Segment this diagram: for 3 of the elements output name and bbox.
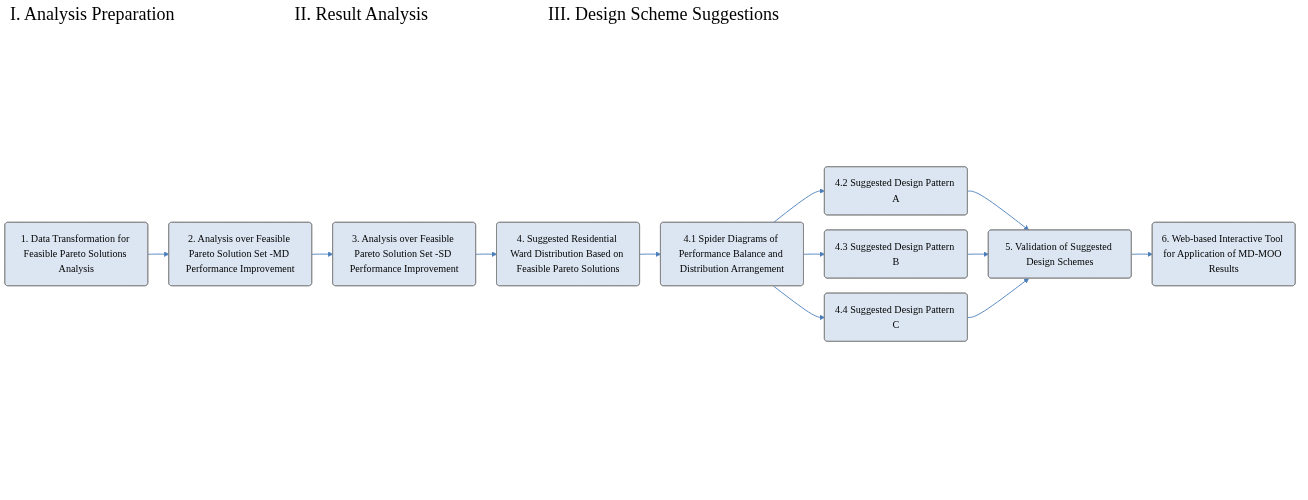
column-heading: I. Analysis Preparation <box>10 4 175 25</box>
column-heading: II. Result Analysis <box>294 4 428 25</box>
column-heading: III. Design Scheme Suggestions <box>548 4 779 25</box>
